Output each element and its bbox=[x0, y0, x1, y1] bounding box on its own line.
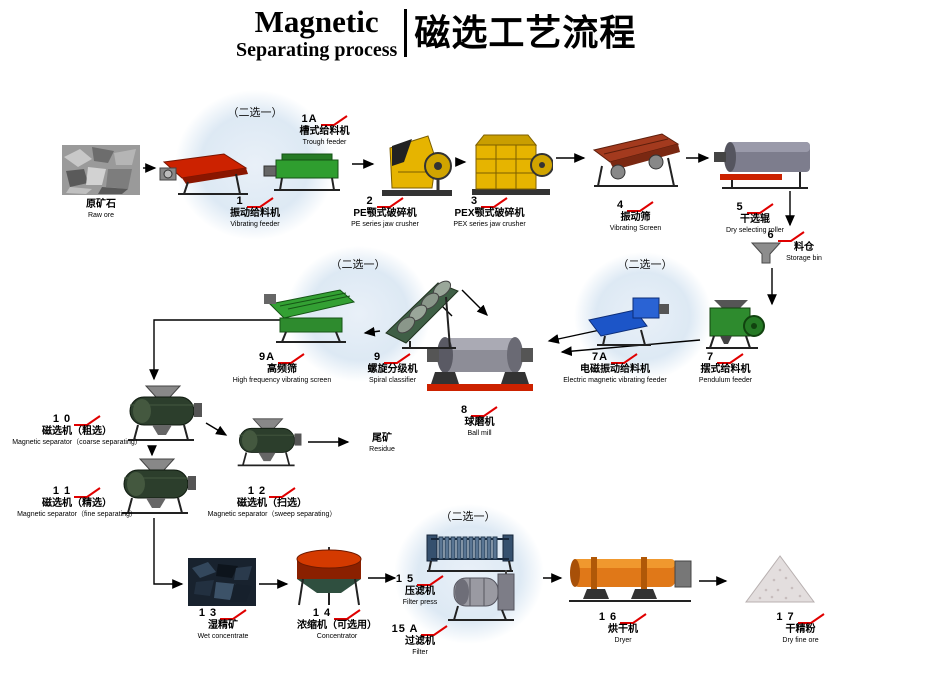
red-check-mark bbox=[797, 613, 825, 624]
red-check-mark bbox=[246, 197, 274, 208]
label-vibrating-feeder: 1 振动给料机 Vibrating feeder bbox=[230, 195, 280, 228]
magnetic-separator-fine-graphic bbox=[122, 458, 196, 514]
em-vibrating-feeder-graphic bbox=[588, 297, 669, 346]
station-number: 1 2 bbox=[247, 485, 267, 497]
label-residue: 尾矿 Residue bbox=[369, 433, 395, 453]
raw-ore-name-en: Raw ore bbox=[87, 211, 115, 219]
station-number: 8 bbox=[460, 404, 469, 416]
label-raw-ore: 原矿石 Raw ore bbox=[62, 198, 140, 220]
station-number: 3 bbox=[470, 195, 479, 207]
concentrator-graphic bbox=[296, 547, 362, 606]
spiral-classifier-graphic bbox=[385, 280, 459, 349]
title-chinese: 磁选工艺流程 bbox=[414, 12, 637, 54]
title-divider bbox=[404, 9, 408, 58]
choice-label-feeders: （二选一） bbox=[227, 107, 283, 119]
red-check-mark bbox=[627, 201, 654, 212]
red-check-mark bbox=[777, 231, 805, 242]
station-number: 2 bbox=[366, 195, 374, 207]
magnetic-separator-sweep-graphic bbox=[237, 418, 302, 467]
station-number: 1 0 bbox=[52, 413, 72, 425]
label-mag-sep-coarse: 1 0 磁选机（粗选） Magnetic separator（coarse se… bbox=[12, 413, 142, 446]
red-check-mark bbox=[417, 575, 444, 586]
title-english-line1: Magnetic bbox=[254, 4, 379, 39]
label-dry-fine-ore: 1 7 干精粉 Dry fine ore bbox=[758, 610, 843, 645]
station-number: 1 5 bbox=[395, 573, 415, 585]
station-number: 1 bbox=[236, 195, 244, 207]
station-number: 6 bbox=[767, 229, 775, 241]
filter-press-graphic bbox=[426, 534, 514, 572]
title-english-line2: Separating process bbox=[236, 38, 398, 61]
red-check-mark bbox=[320, 115, 348, 126]
label-spiral-classifier: 9 螺旋分级机 Spiral classifier bbox=[367, 351, 418, 384]
station-number: 1 4 bbox=[312, 607, 332, 619]
pex-jaw-crusher-graphic bbox=[472, 134, 553, 195]
red-check-mark bbox=[74, 487, 101, 498]
label-vibrating-screen: 4 振动筛 Vibrating Screen bbox=[609, 199, 662, 232]
label-trough-feeder: 1A 槽式给料机 Trough feeder bbox=[299, 113, 350, 146]
dry-roller-graphic bbox=[714, 142, 810, 189]
vibrating-feeder-graphic bbox=[159, 153, 248, 195]
red-check-mark bbox=[334, 609, 361, 620]
choice-label-em-feeder: （二选一） bbox=[617, 259, 673, 271]
red-check-mark bbox=[481, 197, 508, 208]
label-pendulum-feeder: 7 摆式给料机 Pendulum feeder bbox=[698, 351, 753, 384]
filter-graphic bbox=[448, 570, 515, 621]
choice-label-filters: （二选一） bbox=[440, 511, 496, 523]
label-mag-sep-sweep: 1 2 磁选机（扫选） Magnetic separator（sweep sep… bbox=[207, 485, 337, 518]
dry-fine-ore-graphic bbox=[745, 555, 815, 603]
red-check-mark bbox=[717, 353, 744, 364]
station-number: 7A bbox=[591, 351, 609, 363]
page-title: Magnetic Separating process 磁选工艺流程 bbox=[236, 4, 637, 61]
label-concentrator: 1 4 浓缩机（可选用） Concentrator bbox=[297, 607, 377, 640]
label-storage-bin: 6 料仓 Storage bin bbox=[740, 228, 832, 265]
label-high-freq-screen: 9A 高频筛 High frequency vibrating screen bbox=[232, 351, 332, 384]
red-check-mark bbox=[421, 625, 448, 636]
station-number: 1 3 bbox=[198, 607, 218, 619]
station-number: 5 bbox=[736, 201, 744, 213]
raw-ore-graphic bbox=[62, 145, 140, 195]
station-number: 1A bbox=[301, 113, 318, 125]
choice-label-classifier: （二选一） bbox=[330, 259, 386, 271]
red-check-mark bbox=[269, 487, 296, 498]
dryer-graphic bbox=[569, 557, 692, 602]
red-check-mark bbox=[220, 609, 247, 620]
label-ball-mill: 8 球磨机 Ball mill bbox=[437, 403, 522, 438]
station-number: 1 7 bbox=[776, 611, 795, 623]
label-pex-jaw-crusher: 3 PEX颚式破碎机 PEX series jaw crusher bbox=[453, 195, 526, 228]
wet-concentrate-graphic bbox=[188, 558, 256, 606]
red-check-mark bbox=[376, 197, 404, 208]
station-number: 1 6 bbox=[598, 611, 618, 623]
red-check-mark bbox=[611, 353, 638, 364]
label-mag-sep-fine: 1 1 磁选机（精选） Magnetic separator（fine sepa… bbox=[17, 485, 137, 518]
pe-jaw-crusher-graphic bbox=[382, 135, 452, 196]
label-wet-concentrate: 1 3 湿精矿 Wet concentrate bbox=[197, 607, 249, 640]
label-em-vibrating-feeder: 7A 电磁振动给料机 Electric magnetic vibrating f… bbox=[563, 351, 667, 384]
label-filter-press: 1 5 压滤机 Filter press bbox=[384, 572, 456, 607]
red-check-mark bbox=[74, 415, 101, 426]
red-check-mark bbox=[620, 613, 647, 624]
station-number: 9A bbox=[258, 351, 276, 363]
label-filter: 15 A 过滤机 Filter bbox=[384, 622, 456, 657]
station-number: 9 bbox=[373, 351, 382, 363]
pendulum-feeder-graphic bbox=[706, 300, 765, 349]
label-pe-jaw-crusher: 2 PE颚式破碎机 PE series jaw crusher bbox=[351, 195, 419, 228]
raw-ore-name-zh: 原矿石 bbox=[86, 199, 116, 210]
red-check-mark bbox=[746, 203, 774, 214]
station-number: 7 bbox=[706, 351, 715, 363]
red-check-mark bbox=[471, 406, 498, 417]
station-number: 4 bbox=[616, 199, 625, 211]
red-check-mark bbox=[384, 353, 411, 364]
station-number: 1 1 bbox=[52, 485, 72, 497]
storage-bin-graphic bbox=[750, 242, 782, 264]
label-dry-roller: 5 干选辊 Dry selecting roller bbox=[726, 201, 784, 234]
station-number: 15 A bbox=[391, 623, 419, 635]
high-freq-screen-graphic bbox=[264, 289, 356, 343]
trough-feeder-graphic bbox=[263, 153, 340, 191]
vibrating-screen-graphic bbox=[592, 133, 680, 187]
magnetic-separator-coarse-graphic bbox=[128, 385, 202, 441]
label-dryer: 1 6 烘干机 Dryer bbox=[578, 610, 668, 645]
